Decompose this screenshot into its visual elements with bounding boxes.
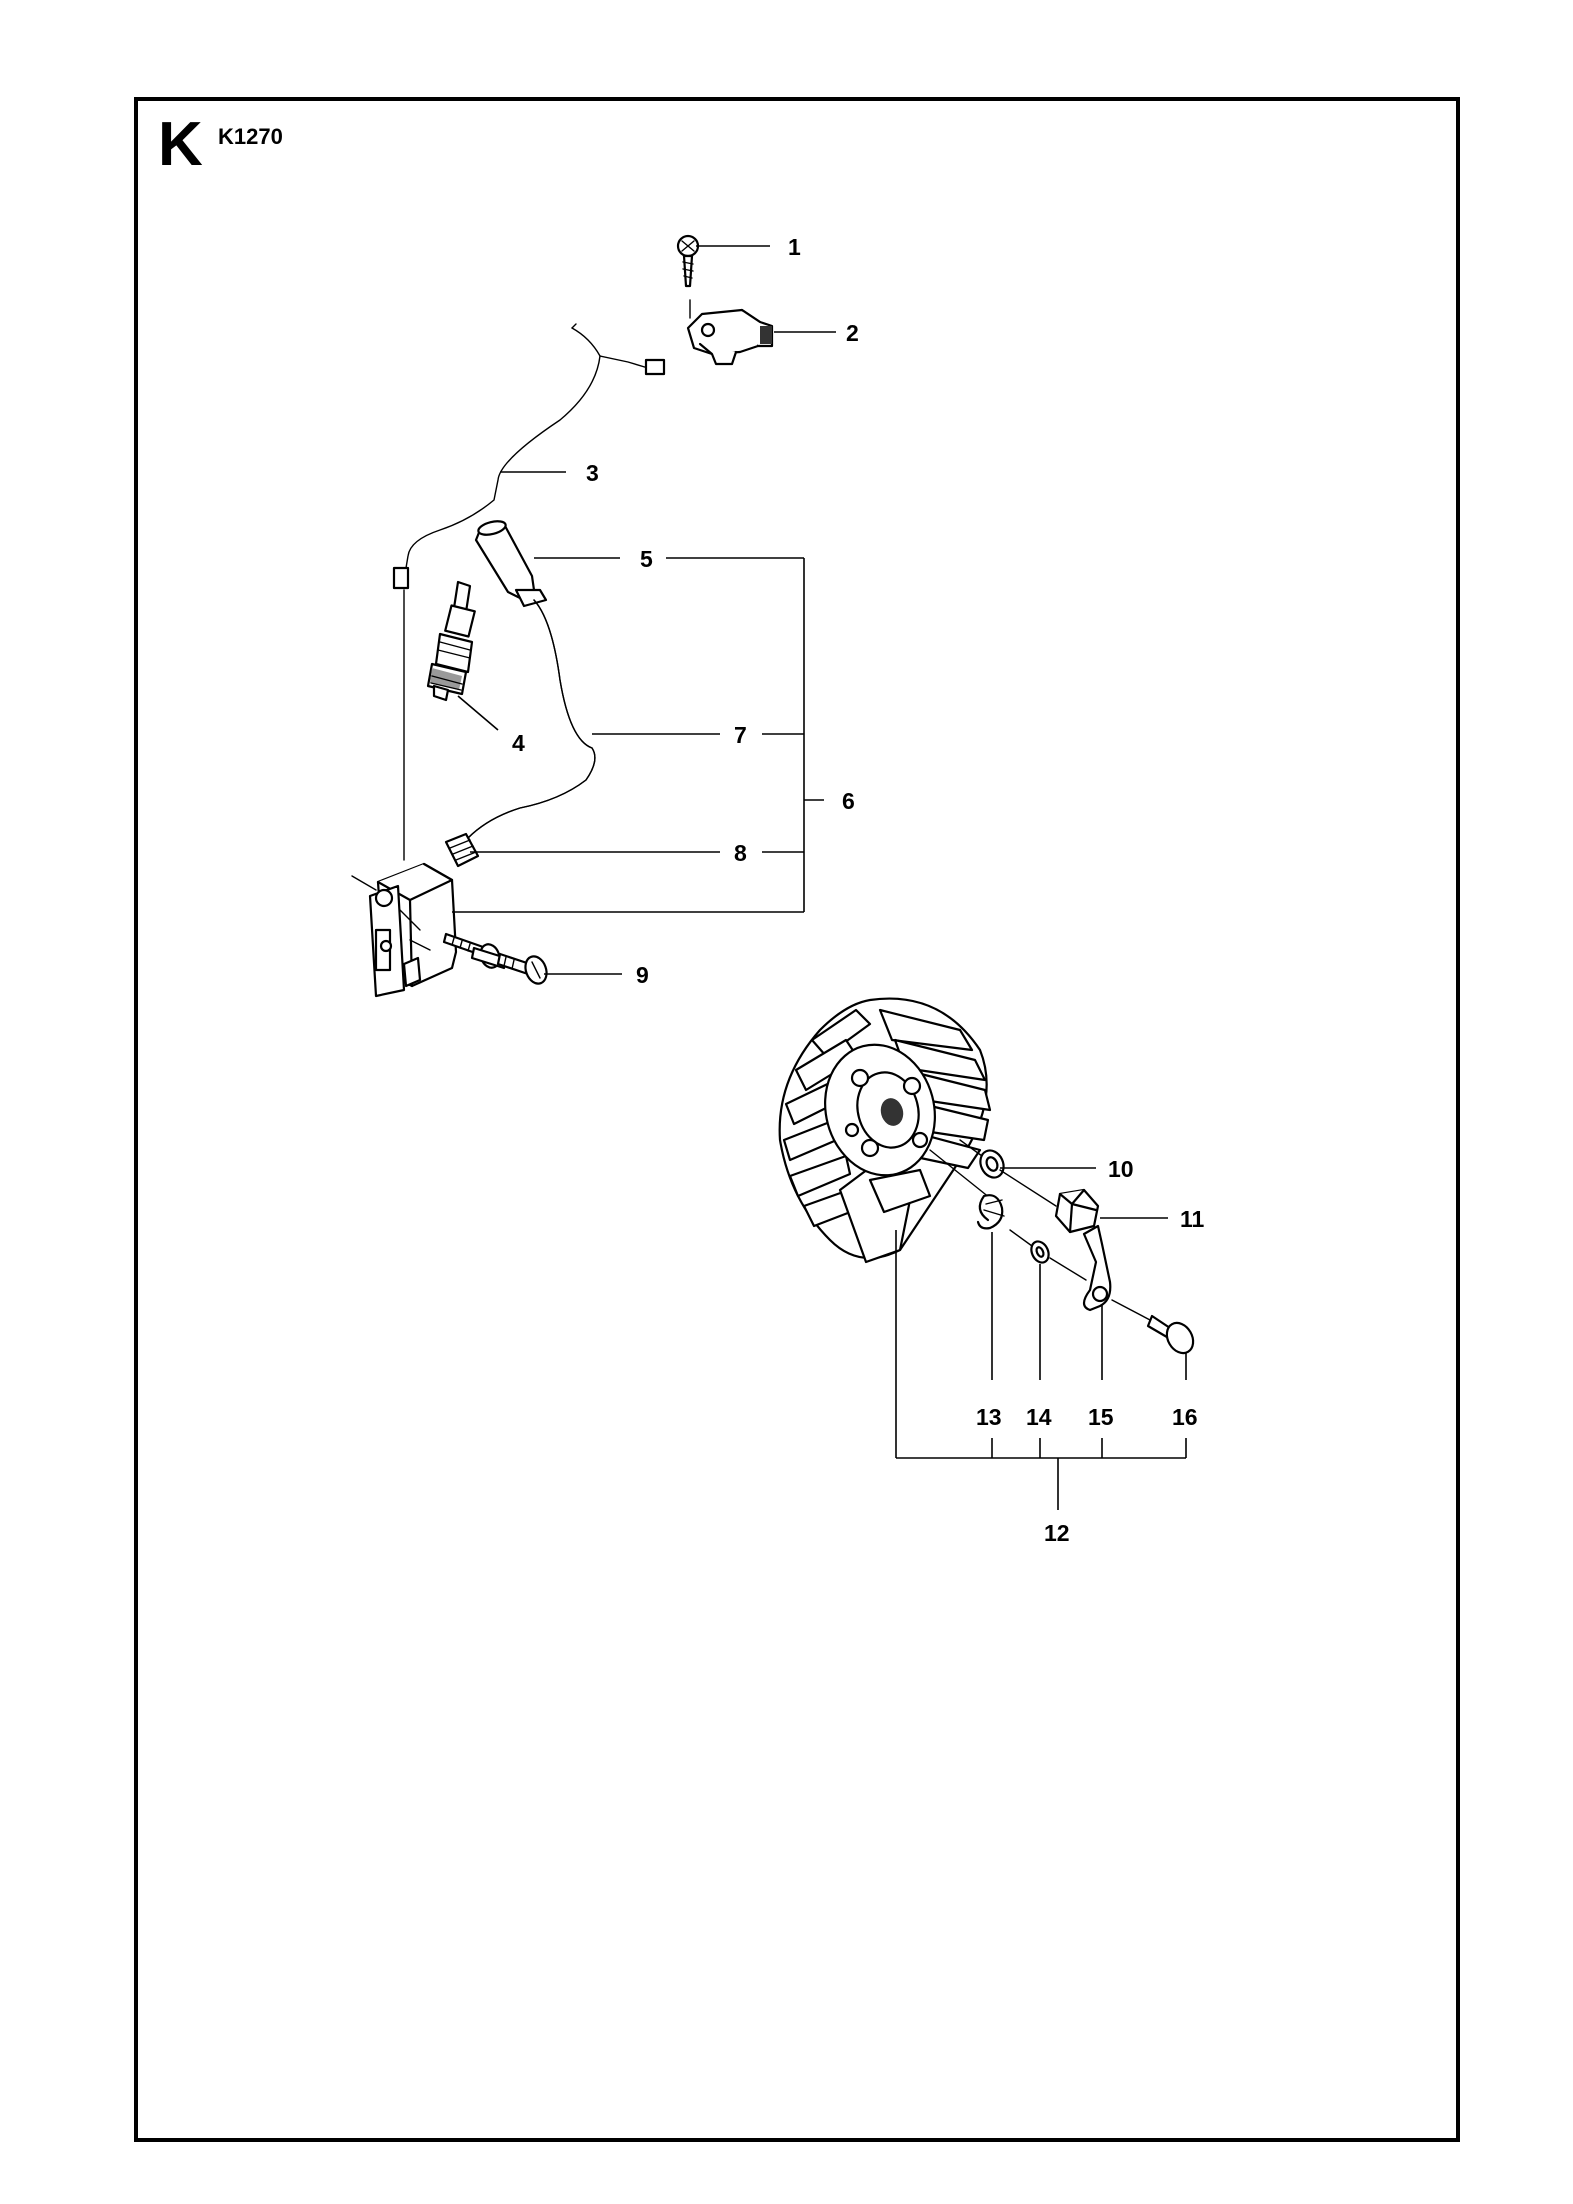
leader-lines [452, 245, 1187, 1510]
washer-icon [959, 1139, 1005, 1179]
washer-icon [1009, 1229, 1050, 1264]
flywheel-icon [778, 997, 1001, 1264]
ignition-lead-icon [467, 599, 596, 839]
callouts: 1 2 3 4 5 6 7 8 9 10 11 12 13 14 15 16 [512, 234, 1205, 1546]
callout-16: 16 [1172, 1404, 1198, 1430]
callout-13: 13 [976, 1404, 1002, 1430]
callout-3: 3 [586, 460, 599, 486]
screw-icon [676, 234, 700, 288]
spark-plug-icon [426, 580, 476, 702]
plug-cap-icon [474, 520, 548, 608]
page-frame [134, 97, 1460, 2142]
pin-icon [1111, 1299, 1195, 1355]
spring-icon [976, 1194, 1005, 1230]
callout-1: 1 [788, 234, 801, 260]
section-letter: K [158, 110, 203, 179]
nut-icon [999, 1169, 1100, 1234]
callout-10: 10 [1108, 1156, 1134, 1182]
callout-4: 4 [512, 730, 525, 756]
callout-5: 5 [640, 546, 653, 572]
callout-15: 15 [1088, 1404, 1114, 1430]
callout-11: 11 [1180, 1206, 1205, 1232]
wire-icon [392, 323, 666, 861]
callout-2: 2 [846, 320, 859, 346]
callout-7: 7 [734, 722, 747, 748]
section-code: K1270 [218, 124, 283, 149]
pawl-icon [1049, 1224, 1112, 1312]
callout-12: 12 [1044, 1520, 1070, 1546]
switch-icon [686, 299, 774, 366]
callout-8: 8 [734, 840, 747, 866]
callout-14: 14 [1026, 1404, 1052, 1430]
screw-icon [442, 932, 548, 985]
callout-9: 9 [636, 962, 649, 988]
callout-6: 6 [842, 788, 855, 814]
ignition-module-icon [351, 832, 480, 998]
